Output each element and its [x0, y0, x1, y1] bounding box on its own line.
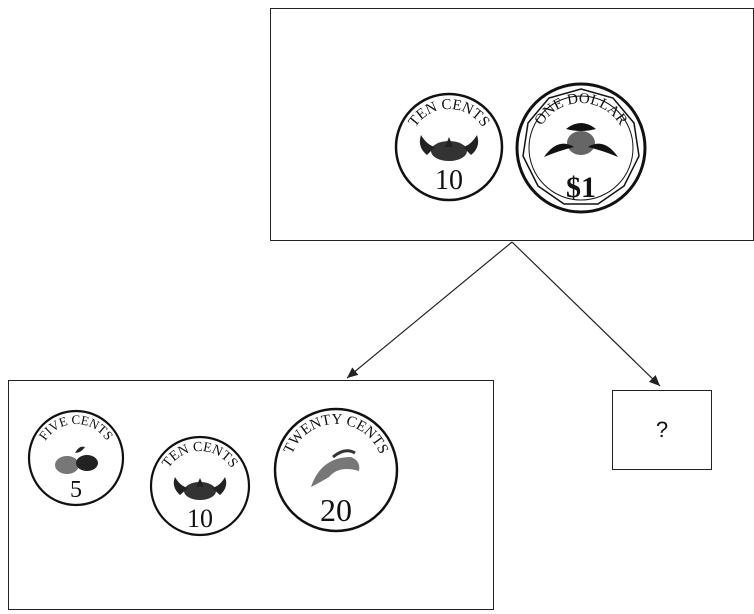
arrow-to-right-box — [511, 241, 661, 387]
arrow-to-left-box — [346, 241, 513, 379]
periwinkle-emblem — [544, 123, 618, 157]
unknown-answer-box: ? — [612, 390, 712, 470]
question-mark: ? — [655, 417, 669, 442]
flower-emblem — [173, 477, 227, 500]
coin-value: 5 — [70, 477, 82, 503]
five-cents-coin: FIVE CENTS 5 — [27, 409, 125, 507]
flower-emblem — [419, 135, 479, 161]
twenty-cents-coin: TWENTY CENTS 20 — [273, 407, 399, 533]
top-coin-box: TEN CENTS 10 ONE DOLLAR $1 — [270, 8, 754, 241]
coin-value: $1 — [566, 171, 596, 204]
bottom-left-coin-box: FIVE CENTS 5 TEN CENTS 10 TWENTY CENTS — [8, 380, 494, 610]
plant-emblem — [55, 446, 98, 474]
coin-value: 10 — [435, 165, 463, 196]
one-dollar-coin: ONE DOLLAR $1 — [515, 82, 647, 214]
coin-value: 20 — [320, 492, 352, 528]
ten-cents-coin: TEN CENTS 10 — [394, 92, 504, 202]
ten-cents-coin: TEN CENTS 10 — [149, 435, 251, 537]
coin-value: 10 — [187, 504, 213, 533]
fern-emblem — [311, 449, 360, 487]
